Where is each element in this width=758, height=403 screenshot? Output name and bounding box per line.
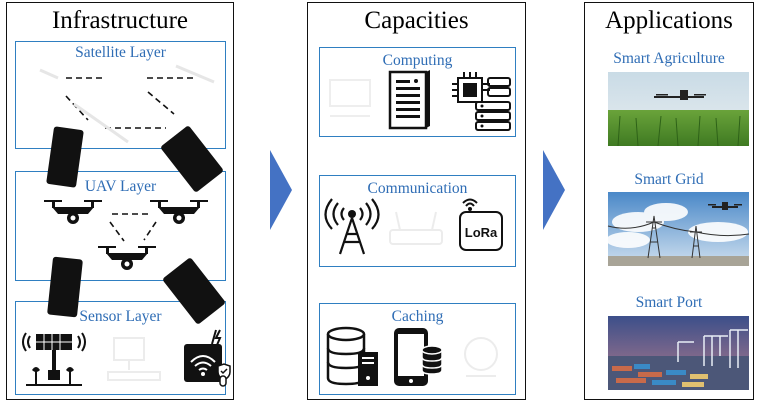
- communication-box: Communication: [319, 175, 516, 267]
- drone-icon: [150, 200, 208, 224]
- processor-server-icon: [452, 72, 511, 131]
- phone-database-icon: [394, 328, 443, 386]
- link-panel-left-top: [46, 126, 84, 188]
- wifi-gateway-icon: [184, 329, 231, 387]
- satellite-layer-label: Satellite Layer: [75, 44, 166, 61]
- communication-label: Communication: [367, 180, 468, 197]
- capacities-title: Capacities: [364, 7, 469, 34]
- smart-port-label: Smart Port: [635, 294, 703, 311]
- database-server-icon: [326, 326, 378, 386]
- smart-grid-image: [606, 192, 750, 266]
- link-panel-right-top: [161, 126, 223, 192]
- faint-monitor-icon: [107, 337, 161, 381]
- flow-arrow-icon: [270, 150, 292, 230]
- smart-grid-label: Smart Grid: [634, 171, 704, 188]
- infrastructure-title: Infrastructure: [51, 7, 189, 34]
- cell-tower-icon: [324, 198, 380, 255]
- computing-box: Computing: [319, 47, 516, 137]
- applications-title: Applications: [605, 7, 733, 34]
- flow-arrow-icon: [543, 150, 565, 230]
- server-icon: [388, 70, 430, 130]
- smart-agriculture-label: Smart Agriculture: [613, 50, 725, 67]
- drone-icon: [98, 246, 156, 270]
- satellite-layer-box: Satellite Layer: [15, 41, 226, 149]
- faint-router-icon: [389, 211, 443, 245]
- smart-agriculture-image: [608, 72, 749, 147]
- faint-chart-icon: [329, 79, 371, 117]
- lora-module-icon: LoRa: [459, 198, 503, 251]
- link-panel-left-bottom: [47, 256, 83, 318]
- link-panel-right-bottom: [163, 258, 225, 324]
- faint-storage-icon: [464, 337, 498, 377]
- uav-layer-label: UAV Layer: [84, 178, 157, 195]
- sensor-layer-label: Sensor Layer: [79, 308, 162, 325]
- uav-layer-box: UAV Layer: [15, 171, 226, 281]
- lora-text: LoRa: [465, 225, 498, 240]
- sensor-layer-box: Sensor Layer: [15, 301, 226, 395]
- smart-port-image: [608, 316, 749, 390]
- solar-sensor-icon: [22, 332, 86, 386]
- drone-icon: [44, 200, 102, 224]
- caching-label: Caching: [391, 308, 444, 325]
- computing-label: Computing: [382, 52, 453, 69]
- caching-box: Caching: [319, 303, 516, 395]
